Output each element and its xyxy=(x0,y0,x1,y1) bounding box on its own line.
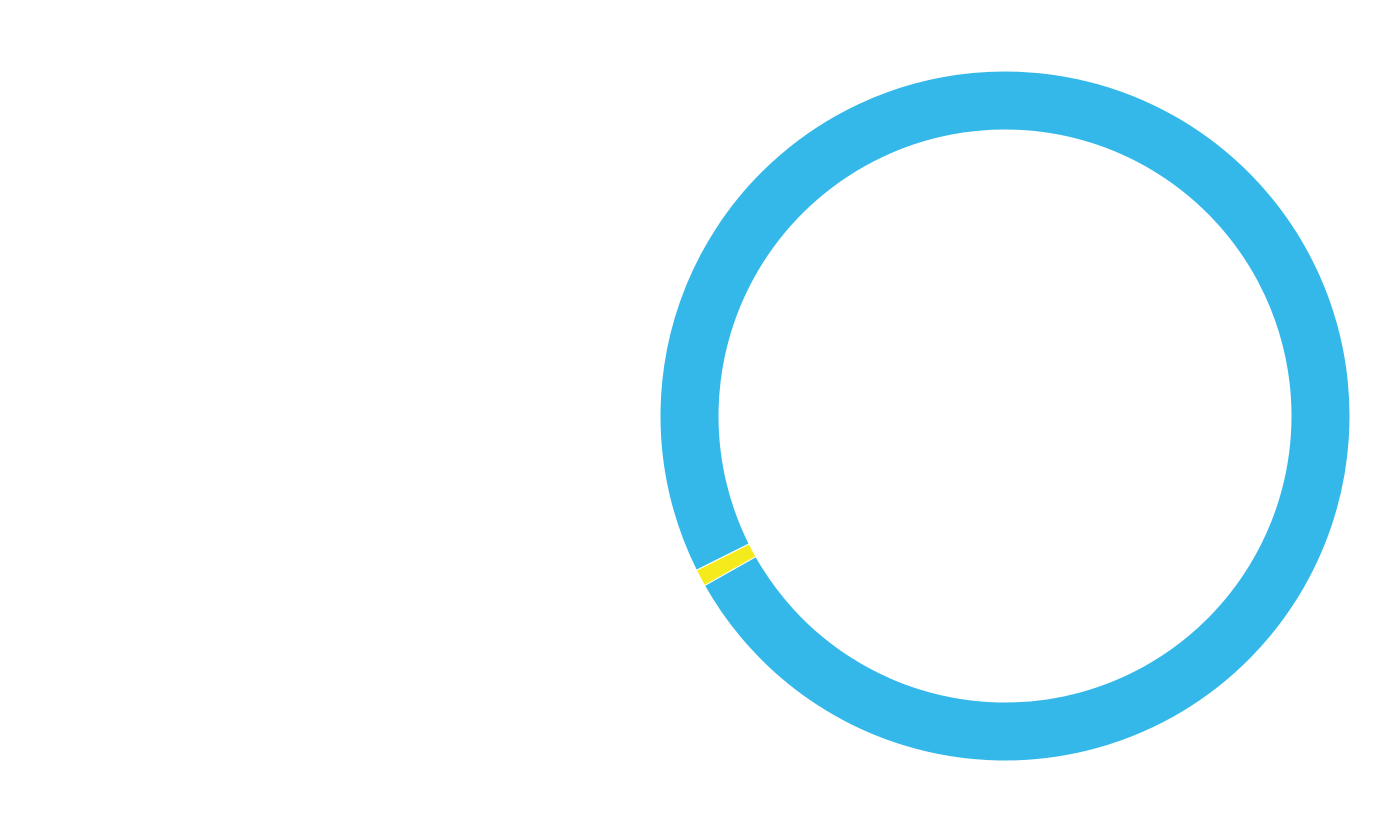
donut-slice-small xyxy=(695,543,757,587)
donut-slice-main xyxy=(659,70,1351,762)
